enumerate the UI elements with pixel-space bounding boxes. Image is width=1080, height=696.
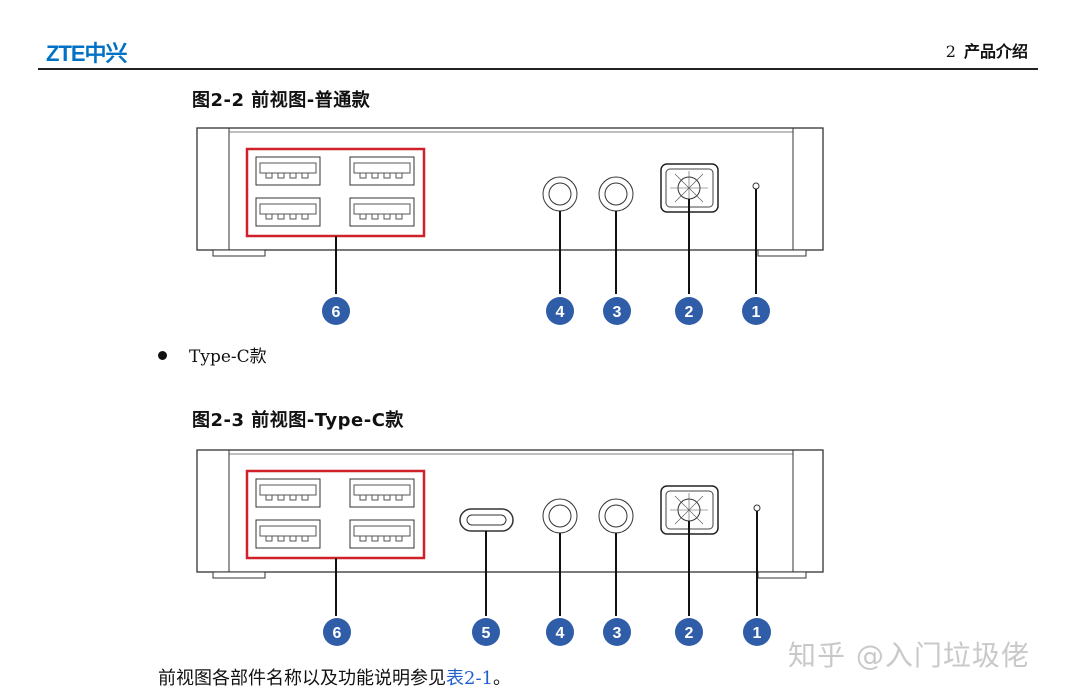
callout-label: 4: [556, 304, 565, 321]
callout-label: 2: [685, 625, 694, 642]
usb-port: [255, 478, 321, 508]
chapter-heading: 2 产品介绍: [946, 38, 1028, 62]
bullet-item: Type-C款: [158, 342, 267, 367]
callout-3: [603, 297, 631, 325]
page-header: ZTE中兴 2 产品介绍: [40, 32, 1038, 70]
audio-jack: [598, 498, 634, 534]
callout-1: [743, 618, 771, 646]
usb-port: [255, 156, 321, 186]
device-diagram-type-c: 6 5 4 3 2 1: [196, 449, 824, 646]
audio-jack: [542, 498, 578, 534]
usb-port: [255, 197, 321, 227]
chapter-number: 2: [945, 42, 956, 61]
figure1-front-view: 6 4 3 2 1: [0, 118, 1080, 333]
callout-label: 6: [333, 625, 342, 642]
table-reference-link[interactable]: 表2-1: [446, 668, 493, 689]
usb-port: [349, 197, 415, 227]
zte-logo: ZTE中兴: [46, 41, 128, 66]
callout-3: [603, 618, 631, 646]
usb-port: [349, 156, 415, 186]
callout-2: [675, 297, 703, 325]
usb-port: [255, 519, 321, 549]
callout-label: 1: [753, 625, 762, 642]
callout-label: 2: [685, 304, 694, 321]
chapter-title: 产品介绍: [963, 42, 1028, 61]
callout-label: 3: [613, 304, 622, 321]
header-rule: [38, 68, 1038, 70]
indicator-led: [753, 504, 761, 512]
type-c-port: [459, 508, 514, 532]
indicator-led: [752, 182, 760, 190]
callout-label: 6: [332, 304, 341, 321]
callout-1: [742, 297, 770, 325]
callout-6: [322, 297, 350, 325]
figure1-caption: 图2-2 前视图-普通款: [192, 90, 371, 111]
callout-2: [675, 618, 703, 646]
audio-jack: [598, 176, 634, 212]
bullet-dot: [158, 351, 167, 360]
callout-label: 3: [613, 625, 622, 642]
callout-label: 1: [752, 304, 761, 321]
bullet-text: Type-C款: [189, 347, 267, 367]
callout-5: [472, 618, 500, 646]
paragraph-end: 。: [493, 668, 511, 689]
figure2-caption: 图2-3 前视图-Type-C款: [192, 410, 404, 431]
callout-label: 4: [556, 625, 565, 642]
watermark: 知乎 @入门垃圾佬: [788, 639, 1030, 672]
callout-6: [323, 618, 351, 646]
device-diagram-standard: 6 4 3 2 1: [196, 127, 824, 325]
callout-4: [546, 618, 574, 646]
paragraph-text: 前视图各部件名称以及功能说明参见: [158, 668, 446, 689]
audio-jack: [542, 176, 578, 212]
callout-4: [546, 297, 574, 325]
usb-port: [349, 478, 415, 508]
figure2-front-view: 6 5 4 3 2 1: [0, 440, 1080, 655]
usb-port: [349, 519, 415, 549]
callout-label: 5: [482, 625, 491, 642]
body-paragraph: 前视图各部件名称以及功能说明参见表2-1。: [158, 664, 511, 690]
